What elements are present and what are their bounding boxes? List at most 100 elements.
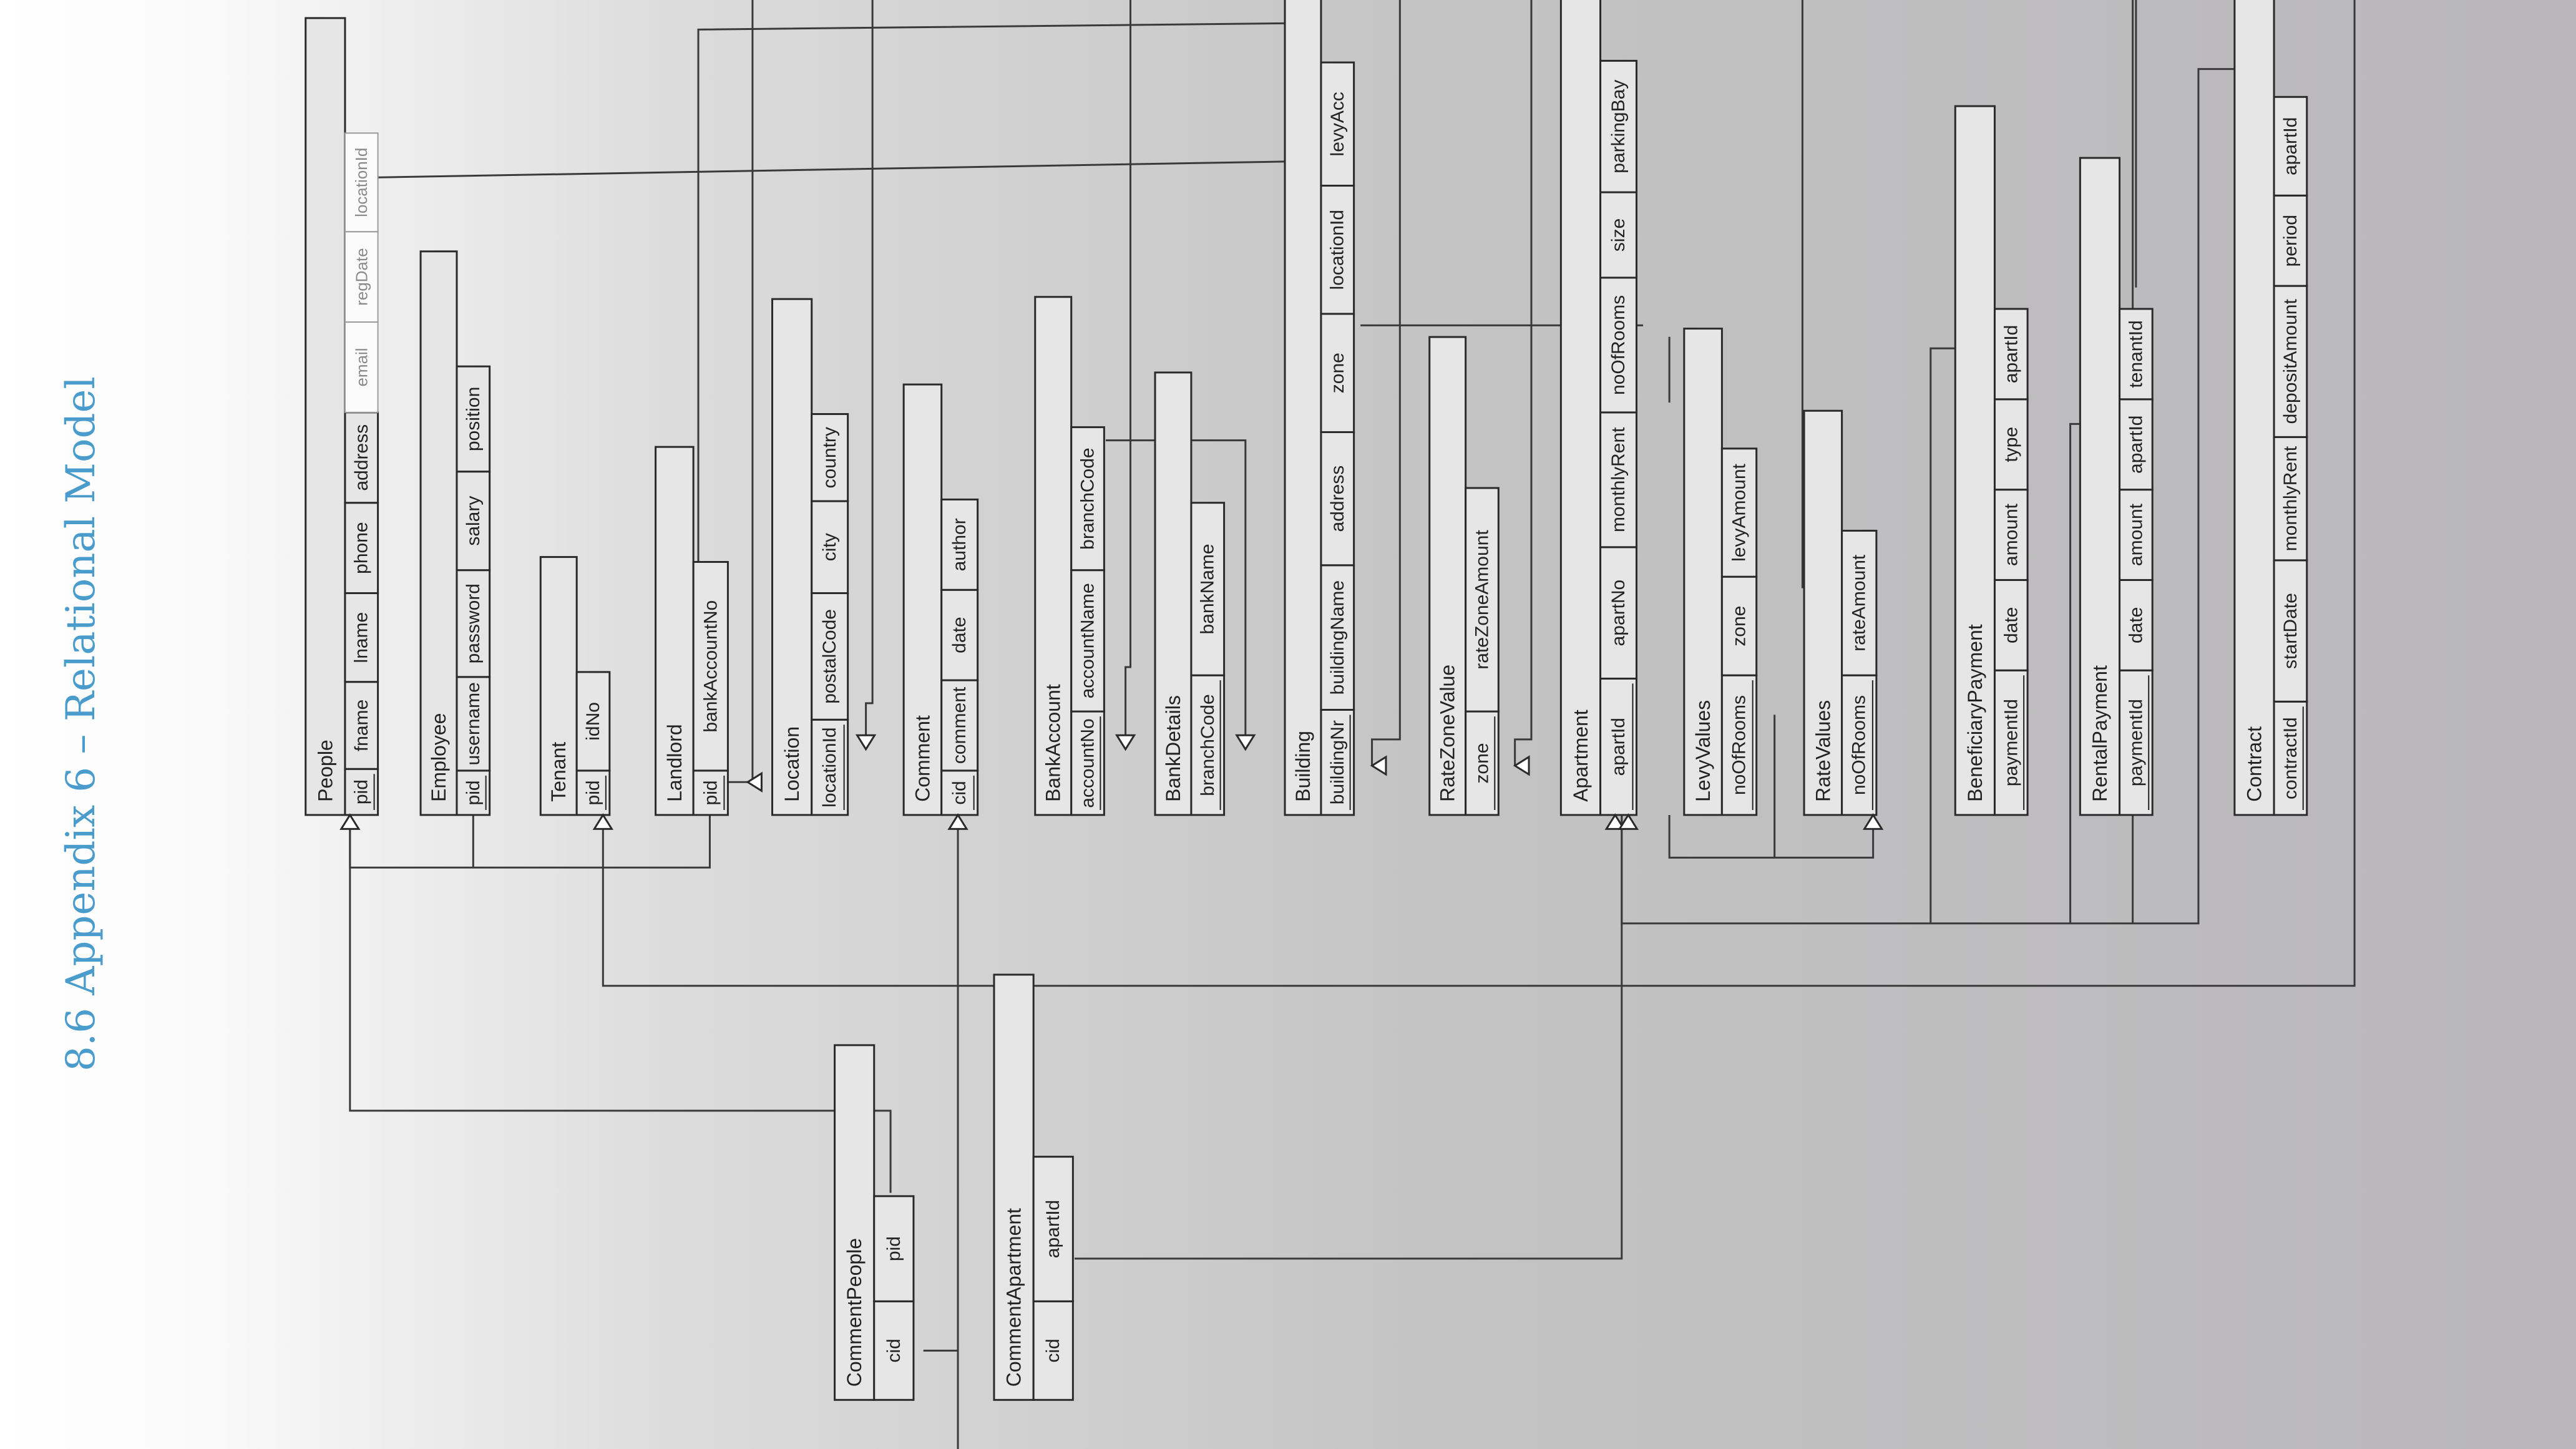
table-name: LevyValues xyxy=(1692,700,1714,802)
relationship-line xyxy=(1074,814,1623,1260)
column-name: comment xyxy=(949,686,970,764)
column-cell xyxy=(1841,529,1878,676)
column-name: postalCode xyxy=(819,609,840,704)
column-name: apartId xyxy=(1608,718,1629,776)
table-title-box xyxy=(2079,157,2121,816)
column-cell xyxy=(1320,431,1355,567)
column-cell xyxy=(873,1300,915,1401)
table-name: BankAccount xyxy=(1042,684,1065,802)
table-name: Comment xyxy=(911,715,934,802)
column-name: fname xyxy=(351,700,372,751)
table-commentapartment: CommentApartment cid apartId xyxy=(993,973,1074,1401)
column-name: email xyxy=(352,348,371,386)
column-name: locationId xyxy=(352,148,371,217)
column-name: buildingName xyxy=(1327,580,1348,695)
column-name: noOfRooms xyxy=(1608,295,1629,395)
column-cell xyxy=(344,411,379,504)
column-name: address xyxy=(1327,466,1348,532)
column-cell xyxy=(344,592,379,683)
table-name: RentalPayment xyxy=(2089,665,2111,802)
table-name: CommentApartment xyxy=(1003,1208,1025,1387)
column-name: rateAmount xyxy=(1849,554,1870,651)
column-cell xyxy=(456,676,491,772)
table-name: Landlord xyxy=(663,724,686,802)
table-name: BeneficiaryPayment xyxy=(1964,624,1986,802)
column-name: levyAmount xyxy=(1729,463,1750,561)
relationship-line xyxy=(1514,0,1533,766)
column-name: locationId xyxy=(1327,210,1348,290)
column-name: branchCode xyxy=(1078,447,1098,549)
column-cell xyxy=(344,681,379,770)
column-name: author xyxy=(949,518,970,571)
column-name: position xyxy=(463,387,484,451)
column-cell xyxy=(1032,1300,1074,1401)
column-name: zone xyxy=(1471,743,1492,783)
column-name: pid xyxy=(700,780,721,805)
column-cell xyxy=(1993,308,2029,401)
table-name: Contract xyxy=(2243,726,2265,802)
column-name: lname xyxy=(351,612,372,663)
relationship-line xyxy=(374,160,1315,178)
column-name: date xyxy=(2001,607,2021,643)
column-cell xyxy=(1190,502,1226,676)
column-cell xyxy=(344,231,379,323)
column-name: username xyxy=(463,682,484,765)
column-cell xyxy=(456,569,491,678)
table-title-box xyxy=(834,1044,876,1401)
column-cell xyxy=(1599,191,1637,279)
arrowhead xyxy=(1604,813,1626,830)
column-cell xyxy=(344,321,379,413)
column-name: amount xyxy=(2001,503,2021,566)
column-cell xyxy=(811,500,849,595)
column-name: address xyxy=(351,424,372,491)
column-cell xyxy=(1070,426,1105,572)
column-name: pid xyxy=(583,780,603,805)
arrowhead xyxy=(1617,813,1639,830)
relationship-line xyxy=(1125,0,1132,749)
table-title-box xyxy=(1428,336,1467,816)
column-name: cid xyxy=(1043,1339,1063,1362)
arrowhead xyxy=(855,734,877,751)
table-tenant: Tenant pid idNo xyxy=(539,556,611,816)
table-title-box xyxy=(2233,0,2275,816)
column-name: branchCode xyxy=(1198,694,1218,796)
arrowhead xyxy=(1862,813,1884,830)
column-name: cid xyxy=(949,781,970,804)
column-name: apartId xyxy=(1043,1200,1063,1258)
table-name: Apartment xyxy=(1569,710,1592,802)
column-name: apartId xyxy=(2280,117,2301,175)
table-title-box xyxy=(1803,409,1843,816)
column-cell xyxy=(456,471,491,572)
table-name: Building xyxy=(1292,731,1314,802)
column-cell xyxy=(2119,669,2154,816)
column-cell xyxy=(692,769,729,816)
table-title-box xyxy=(539,556,578,816)
relationship-line xyxy=(1106,439,1247,749)
column-cell xyxy=(811,413,849,502)
column-cell xyxy=(811,718,849,816)
column-name: phone xyxy=(351,522,372,573)
column-cell xyxy=(873,1195,915,1302)
table-title-box xyxy=(1683,328,1723,816)
relationship-line xyxy=(349,814,892,1193)
column-name: paymentId xyxy=(2001,699,2021,786)
column-name: apartId xyxy=(2125,416,2146,474)
table-name: Tenant xyxy=(547,742,570,802)
column-name: country xyxy=(819,427,840,488)
column-name: idNo xyxy=(583,702,603,741)
column-cell xyxy=(692,560,729,772)
column-name: apartId xyxy=(2001,325,2021,383)
column-cell xyxy=(1720,575,1758,676)
column-cell xyxy=(940,588,979,681)
column-name: accountName xyxy=(1078,583,1098,698)
